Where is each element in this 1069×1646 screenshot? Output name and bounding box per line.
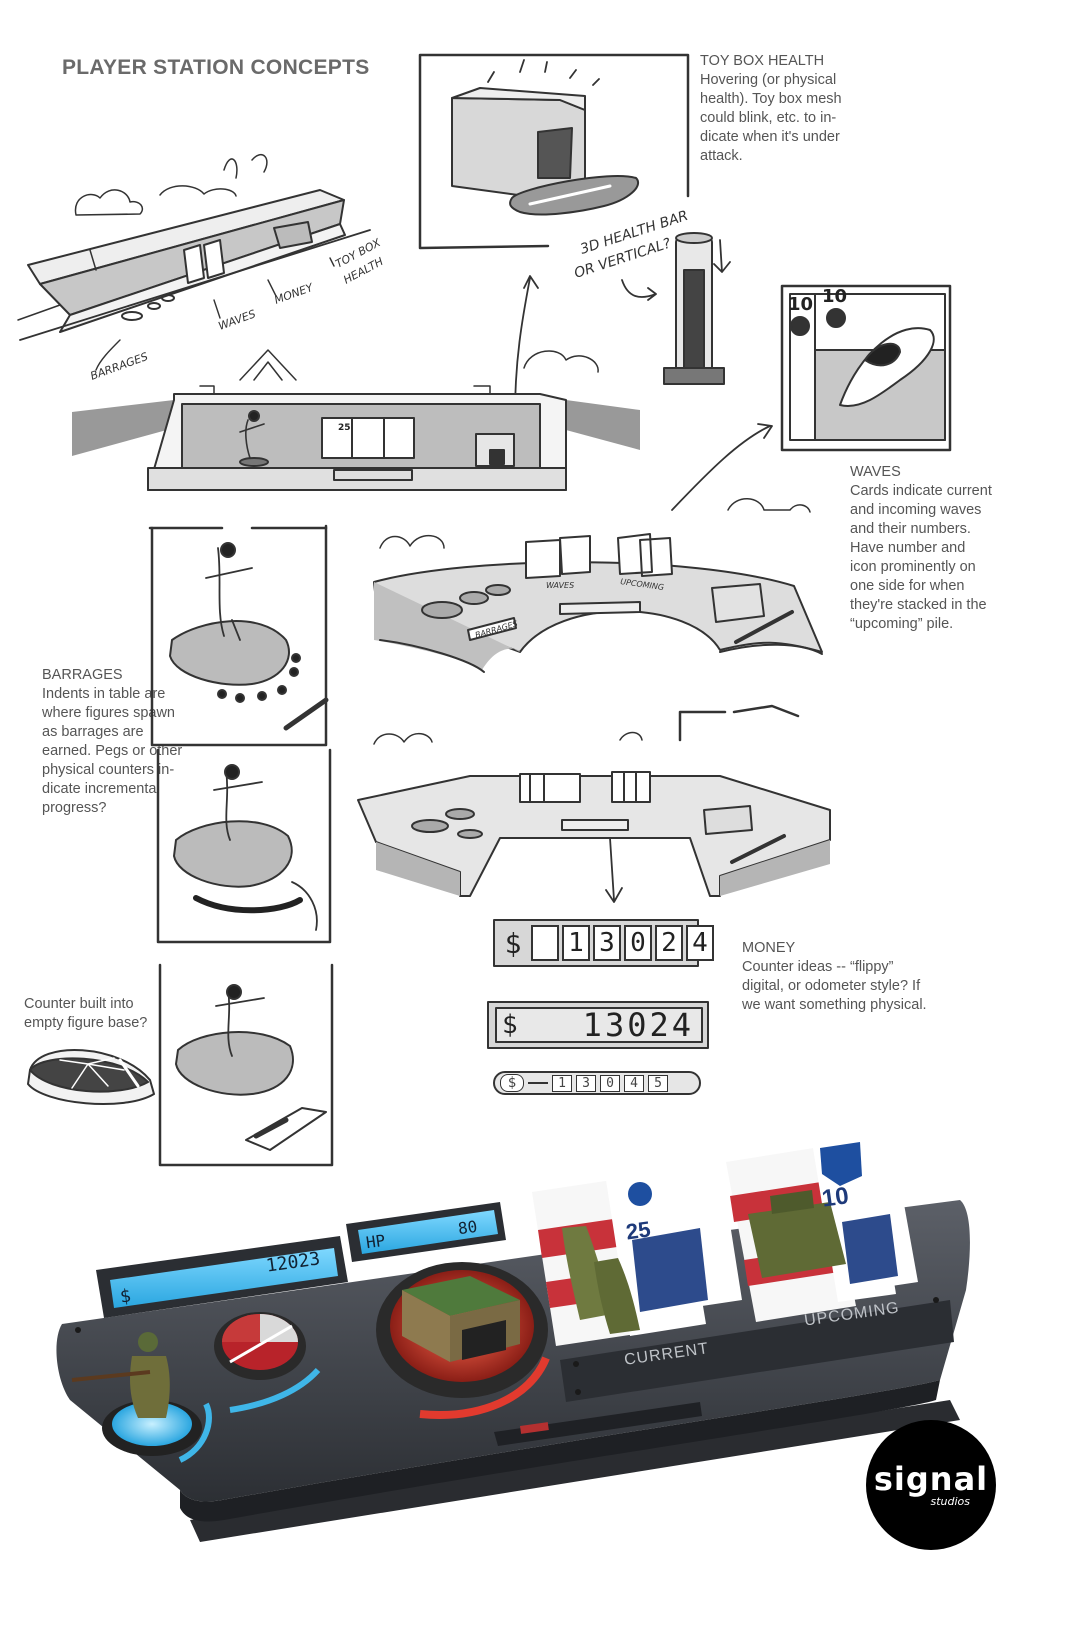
wave-card-sketch — [671, 284, 952, 511]
note-heading: TOY BOX HEALTH — [700, 53, 825, 69]
logo-sub: studios — [930, 1494, 970, 1508]
dollar-symbol: $ — [504, 926, 522, 960]
note-line: physical counters in- — [42, 762, 175, 778]
note-line: Cards indicate current — [850, 483, 992, 499]
note-line: progress? — [42, 800, 107, 816]
note-heading: MONEY — [742, 940, 796, 956]
note-line: Counter built into — [24, 996, 134, 1012]
note-line: as barrages are — [42, 724, 144, 740]
dollar-symbol: $ — [500, 1074, 524, 1092]
toy-box-bunker — [402, 1276, 520, 1362]
station-perspective-sketch — [17, 154, 371, 371]
station-front-sketch — [72, 349, 640, 491]
note-toy-box-health: TOY BOX HEALTH Hovering (or physical hea… — [700, 52, 870, 166]
note-line: earned. Pegs or other — [42, 743, 183, 759]
note-line: Indents in table are — [42, 686, 166, 702]
note-line: digital, or odometer style? If — [742, 978, 921, 994]
note-line: and their numbers. — [850, 521, 971, 537]
counter-base-sketch — [27, 1048, 155, 1105]
digital-value: 13024 — [582, 1006, 694, 1044]
counter-digit: 4 — [686, 925, 714, 961]
counter-digit: 5 — [648, 1074, 668, 1092]
odometer-money-counter: $ 1 3 0 4 5 — [500, 1073, 668, 1093]
upcoming-card-number: 10 — [820, 1182, 851, 1213]
station-curved-sketch — [373, 498, 823, 673]
counter-digit: 0 — [600, 1074, 620, 1092]
card-number: 10 — [788, 294, 813, 315]
upcoming-wave-cards — [726, 1126, 918, 1322]
counter-digit: 2 — [655, 925, 683, 961]
hp-screen — [358, 1210, 498, 1254]
sketch-label-desk-waves: WAVES — [546, 581, 574, 590]
digital-money-counter: $ 13024 — [498, 1006, 698, 1044]
note-line: Have number and — [850, 540, 966, 556]
soldier-figure — [71, 1332, 170, 1418]
note-line: dicate incremental — [42, 781, 160, 797]
counter-digit: 0 — [624, 925, 652, 961]
note-line: and incoming waves — [850, 502, 982, 518]
note-money: MONEY Counter ideas -- “flippy” digital,… — [742, 939, 957, 1015]
note-line: they're stacked in the — [850, 597, 987, 613]
signal-studios-logo: signal studios — [866, 1420, 996, 1550]
note-line: attack. — [700, 148, 743, 164]
barrage-panels-sketch — [148, 524, 334, 1167]
money-screen — [110, 1248, 338, 1308]
note-barrages: BARRAGES Indents in table are where figu… — [42, 666, 192, 818]
current-wave-cards — [532, 1160, 742, 1346]
note-heading: BARRAGES — [42, 667, 123, 683]
counter-digit: 3 — [576, 1074, 596, 1092]
dollar-symbol: $ — [502, 1010, 518, 1040]
page-title: PLAYER STATION CONCEPTS — [62, 56, 370, 79]
note-heading: WAVES — [850, 464, 901, 480]
toy-box-sketch — [418, 53, 690, 250]
counter-digit — [528, 1082, 548, 1084]
note-line: Hovering (or physical — [700, 72, 837, 88]
counter-digit: 3 — [593, 925, 621, 961]
logo-name: signal — [873, 1459, 989, 1498]
note-line: we want something physical. — [742, 997, 927, 1013]
card-number: 10 — [822, 286, 847, 307]
note-line: health). Toy box mesh — [700, 91, 842, 107]
vertical-health-bar-sketch — [621, 232, 731, 385]
card-number-small: 25 — [338, 423, 351, 433]
hp-value: 80 — [456, 1216, 479, 1239]
station-angled-sketch — [357, 704, 831, 903]
note-line: dicate when it's under — [700, 129, 840, 145]
note-waves: WAVES Cards indicate current and incomin… — [850, 463, 1020, 634]
note-line: one side for when — [850, 578, 965, 594]
figure-base-blue — [112, 1402, 192, 1446]
note-line: could blink, etc. to in- — [700, 110, 837, 126]
note-line: empty figure base? — [24, 1015, 148, 1031]
counter-digit: 4 — [624, 1074, 644, 1092]
flippy-money-counter: $ 1 3 0 2 4 — [498, 924, 714, 962]
note-line: where figures spawn — [42, 705, 175, 721]
counter-digit: 1 — [562, 925, 590, 961]
hp-label: HP — [364, 1230, 387, 1253]
note-line: Counter ideas -- “flippy” — [742, 959, 894, 975]
counter-digit — [531, 925, 559, 961]
note-line: “upcoming” pile. — [850, 616, 954, 632]
note-counter-base: Counter built into empty figure base? — [24, 995, 164, 1033]
counter-digit: 1 — [552, 1074, 572, 1092]
note-line: icon prominently on — [850, 559, 976, 575]
current-card-number: 25 — [624, 1216, 653, 1245]
